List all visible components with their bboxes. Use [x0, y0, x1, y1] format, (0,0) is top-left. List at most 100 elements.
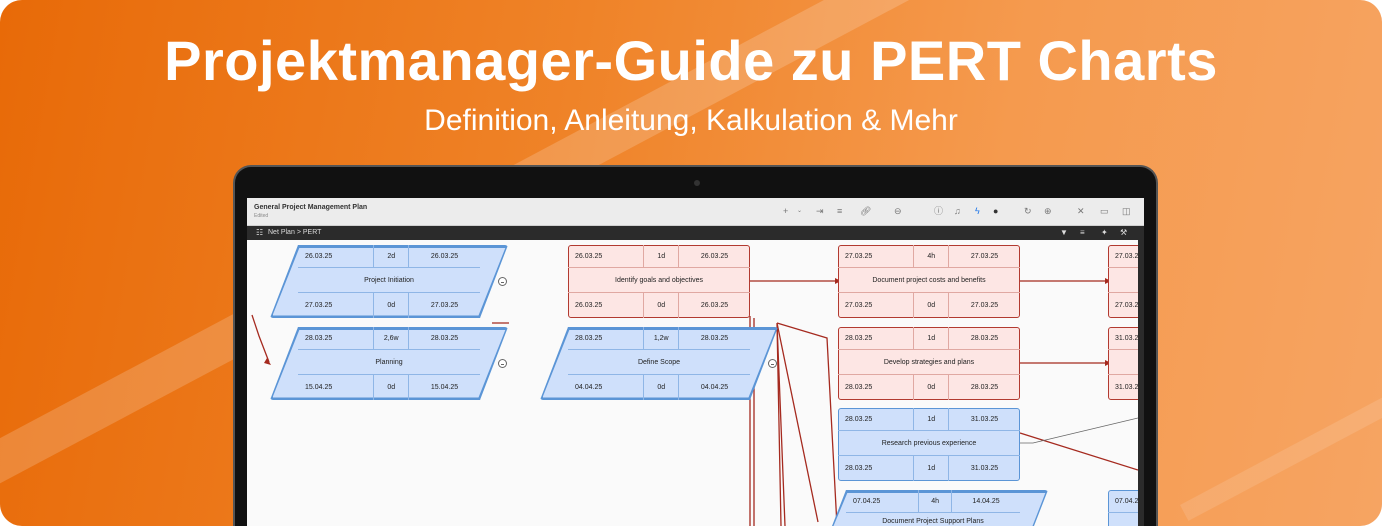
indent-icon[interactable]: ⇥ — [816, 206, 824, 216]
node-shape — [838, 245, 1020, 318]
scrollbar[interactable] — [1138, 240, 1144, 526]
early-start: 31.03.25 — [1108, 327, 1138, 349]
duration: 4h — [914, 245, 950, 267]
task-name: Develop strategies and plans — [838, 350, 1020, 375]
collapse-toggle[interactable] — [768, 359, 777, 368]
breadcrumb-root[interactable]: Net Plan — [268, 229, 295, 236]
pert-node[interactable]: 07.04.25 — [1108, 490, 1138, 526]
collapse-toggle[interactable] — [498, 277, 507, 286]
early-finish: 27.03.25 — [970, 252, 999, 260]
late-start: 28.03.25 — [838, 456, 915, 481]
filter-icon[interactable]: ▼ — [1060, 228, 1068, 237]
early-start: 27.03.25 — [838, 245, 915, 267]
task-name: Document Project Support Plans — [882, 518, 984, 525]
late-start: 27.03.25 — [298, 293, 375, 318]
node-shape — [838, 327, 1020, 400]
node-shape — [1108, 490, 1138, 526]
task-name — [1108, 268, 1138, 293]
sidebar-icon[interactable]: ◫ — [1122, 206, 1131, 216]
page-title: Projektmanager-Guide zu PERT Charts — [164, 29, 1218, 92]
slack: 0d — [644, 375, 680, 400]
late-finish: 27.03.25 — [970, 302, 999, 309]
pert-node[interactable]: 31.03.25 31.03.25 — [1108, 327, 1138, 400]
early-start: 28.03.25 — [298, 327, 375, 349]
globe-icon[interactable]: ⊕ — [1044, 206, 1052, 216]
task-name: Research previous experience — [838, 431, 1020, 456]
bell-icon[interactable]: ♫ — [954, 206, 961, 216]
late-finish: 31.03.25 — [970, 465, 999, 472]
help-icon[interactable]: ⓘ — [934, 206, 944, 216]
wrench-icon[interactable]: ⚒ — [1120, 228, 1128, 237]
early-start: 28.03.25 — [568, 327, 645, 349]
late-finish: 04.04.25 — [700, 384, 729, 391]
pin-icon[interactable]: ✦ — [1101, 228, 1108, 237]
page-subtitle: Definition, Anleitung, Kalkulation & Meh… — [424, 104, 958, 137]
early-start: 26.03.25 — [298, 245, 375, 267]
pert-node[interactable]: 27.03.25 27.03.25 — [1108, 245, 1138, 318]
early-finish: 14.04.25 — [972, 497, 1000, 505]
node-shape — [540, 327, 778, 400]
pert-node[interactable]: 26.03.25 1d 26.03.25 Identify goals and ob… — [568, 245, 750, 318]
collapse-toggle[interactable] — [498, 359, 507, 368]
align-icon[interactable]: ≡ — [1080, 228, 1085, 237]
duration: 2d — [374, 245, 410, 267]
document-status: Edited — [254, 213, 269, 219]
breadcrumb-current[interactable]: PERT — [302, 229, 322, 236]
late-finish: 27.03.25 — [430, 302, 459, 309]
duration: 1d — [644, 245, 680, 267]
early-start: 27.03.25 — [1108, 245, 1138, 267]
task-name: Identify goals and objectives — [568, 268, 750, 293]
zoom-out-icon[interactable]: ⊖ — [894, 206, 902, 216]
link — [776, 322, 838, 526]
node-shape — [1108, 245, 1138, 318]
lightning-icon[interactable]: ϟ — [975, 206, 980, 216]
chevron-down-icon[interactable]: ⌄ — [797, 208, 803, 214]
link — [1019, 432, 1138, 471]
early-finish: 28.03.25 — [970, 334, 999, 342]
task-name: Project Initiation — [298, 268, 480, 293]
netplan-icon: ☷ — [256, 228, 264, 237]
app-window: General Project Management Plan Edited +… — [247, 198, 1144, 526]
task-name: Document project costs and benefits — [838, 268, 1020, 293]
tools-icon[interactable]: ✕ — [1077, 206, 1085, 216]
duration: 2,6w — [374, 327, 410, 349]
camera — [694, 180, 700, 186]
outdent-icon[interactable]: ≡ — [837, 206, 843, 216]
late-start: 31.03.25 — [1108, 375, 1138, 400]
laptop-icon[interactable]: ▭ — [1100, 206, 1109, 216]
task-name: Define Scope — [568, 350, 750, 375]
plus-icon[interactable]: + — [783, 206, 789, 216]
early-finish: 26.03.25 — [700, 252, 729, 260]
early-finish: 28.03.25 — [430, 334, 459, 342]
task-name — [1108, 350, 1138, 375]
early-finish: 28.03.25 — [700, 334, 729, 342]
late-finish: 28.03.25 — [970, 384, 999, 391]
late-start: 27.03.25 — [838, 293, 915, 318]
link — [251, 314, 270, 363]
early-start: 28.03.25 — [838, 408, 915, 430]
sync-icon[interactable]: ↻ — [1024, 206, 1032, 216]
link — [1020, 417, 1138, 444]
early-start: 28.03.25 — [838, 327, 915, 349]
link-icon[interactable]: 🔗︎ — [860, 206, 872, 216]
late-finish: 15.04.25 — [430, 384, 459, 391]
user-icon[interactable]: ● — [993, 206, 999, 216]
node-shape — [568, 245, 750, 318]
early-finish: 26.03.25 — [430, 252, 459, 260]
slack: 0d — [914, 293, 950, 318]
breadcrumb-bar: ☷ Net Plan > PERT ▼ ≡ ✦ ⚒ — [247, 226, 1144, 240]
late-start: 27.03.25 — [1108, 293, 1138, 318]
decorative-band — [1180, 317, 1382, 521]
node-shape — [818, 490, 1048, 526]
node-shape — [1108, 327, 1138, 400]
late-finish: 26.03.25 — [700, 302, 729, 309]
